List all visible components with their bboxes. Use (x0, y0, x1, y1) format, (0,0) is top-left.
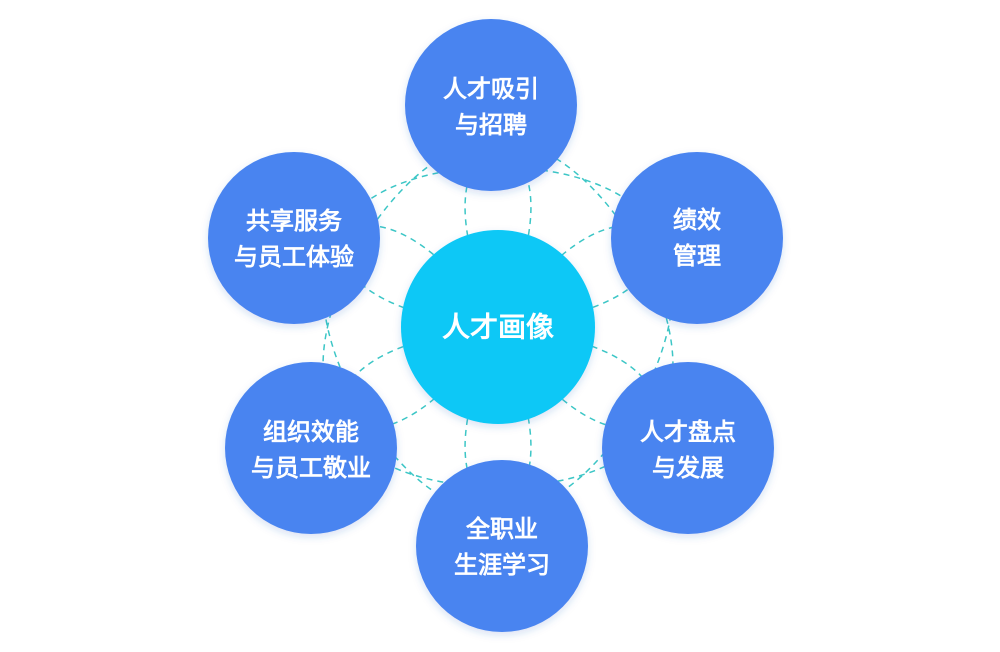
node-talent-review-line-1: 人才盘点 (640, 418, 736, 446)
node-shared-services: 共享服务 与员工体验 (208, 152, 380, 324)
node-org-effectiveness: 组织效能 与员工敬业 (225, 362, 397, 534)
node-performance-line-2: 管理 (673, 242, 721, 270)
node-talent-attraction-circle (405, 19, 577, 191)
node-shared-services-circle (208, 152, 380, 324)
center-node-label: 人才画像 (442, 311, 555, 344)
node-career-learning-circle (416, 460, 588, 632)
node-shared-services-line-2: 与员工体验 (234, 243, 354, 271)
node-career-learning: 全职业 生涯学习 (416, 460, 588, 632)
node-performance: 绩效 管理 (611, 152, 783, 324)
node-shared-services-line-1: 共享服务 (246, 207, 343, 235)
node-org-effectiveness-circle (225, 362, 397, 534)
node-org-effectiveness-line-1: 组织效能 (263, 418, 359, 446)
node-talent-attraction-line-1: 人才吸引 (443, 75, 539, 103)
node-talent-review-line-2: 与发展 (652, 454, 724, 482)
node-performance-line-1: 绩效 (673, 206, 721, 234)
node-talent-attraction: 人才吸引 与招聘 (405, 19, 577, 191)
node-career-learning-line-2: 生涯学习 (454, 551, 550, 579)
node-performance-circle (611, 152, 783, 324)
center-circle (401, 230, 595, 424)
node-org-effectiveness-line-2: 与员工敬业 (251, 454, 371, 482)
node-talent-review: 人才盘点 与发展 (602, 362, 774, 534)
center-node: 人才画像 (401, 230, 595, 424)
node-talent-attraction-line-2: 与招聘 (455, 111, 527, 139)
node-career-learning-line-1: 全职业 (465, 515, 538, 543)
node-talent-review-circle (602, 362, 774, 534)
